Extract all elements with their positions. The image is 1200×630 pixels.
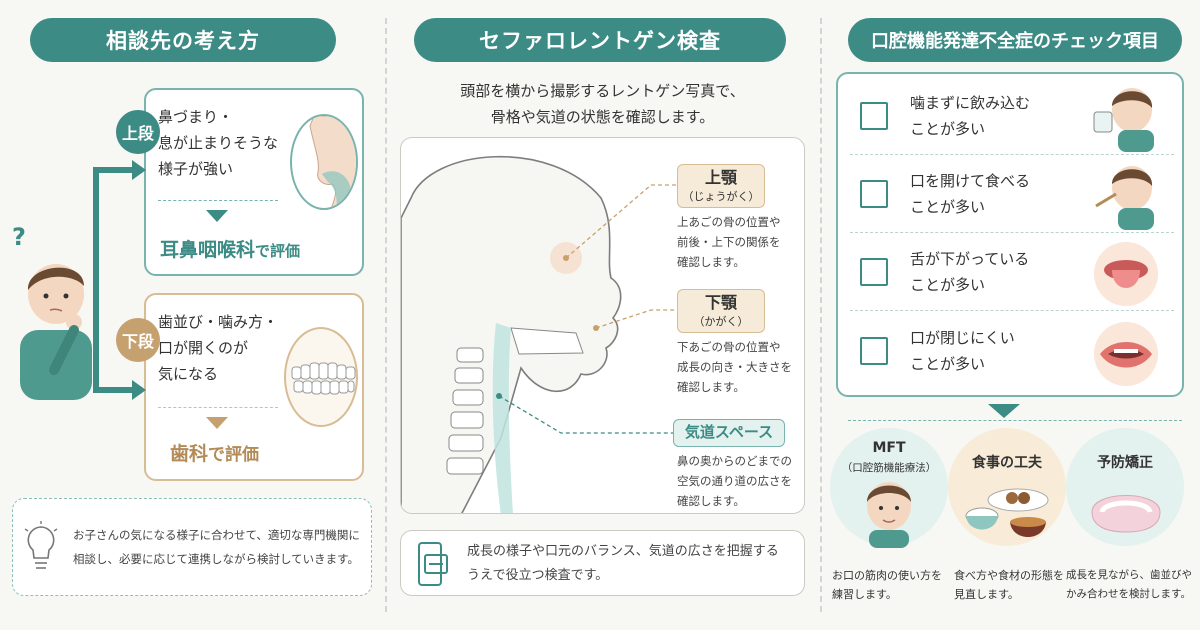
check-item-1-line-2: ことが多い (910, 120, 986, 138)
check-item-4-line-1: 口が閉じにくい (910, 329, 1015, 347)
lower-eval: 歯科で評価 (170, 439, 259, 466)
mft-child-illustration (867, 482, 911, 548)
checklist-card: 噛まずに飲み込む ことが多い 口を開けて食べる ことが多い 舌が下がっている こ… (836, 72, 1184, 397)
lower-jaw-desc-1: 下あごの骨の位置や (677, 340, 781, 354)
leader-lines (498, 184, 677, 434)
check-divider-1 (850, 154, 1174, 155)
right-arrow-down-icon (988, 404, 1020, 418)
lower-jaw-title: 下顎 (704, 293, 737, 312)
food-caption-2: 見直します。 (954, 588, 1019, 601)
lower-jaw-desc-3: 確認します。 (677, 380, 745, 394)
right-divider (848, 420, 1182, 421)
middle-intro-line-2: 骨格や気道の状態を確認します。 (490, 108, 715, 126)
lower-divider (158, 407, 278, 408)
ortho-caption-2: かみ合わせを検討します。 (1066, 588, 1191, 600)
upper-arrow-down-icon (206, 210, 228, 222)
upper-eval-main: 耳鼻咽喉科 (160, 239, 256, 261)
upper-jaw-desc-3: 確認します。 (677, 255, 745, 269)
airway-desc-1: 鼻の奥からのどまでの (677, 454, 792, 468)
lower-eval-suffix: で評価 (208, 445, 260, 465)
food-bubble (948, 428, 1066, 546)
mft-subtitle: （口腔筋機能療法） (841, 462, 937, 474)
middle-intro-line-1: 頭部を横から撮影するレントゲン写真で、 (460, 82, 745, 100)
tongue-illustration (1094, 242, 1158, 306)
separator-right (820, 18, 822, 612)
thinking-child-illustration (20, 264, 92, 400)
xray-card: 上顎 （じょうがく） 上あごの骨の位置や 前後・上下の関係を 確認します。 下顎… (400, 137, 805, 514)
xray-machine-icon (418, 542, 448, 586)
question-mark: ? (12, 223, 26, 251)
check-item-4-line-2: ことが多い (910, 355, 986, 373)
child-drinking-illustration (1093, 88, 1154, 152)
upper-line-2: 息が止まりそうな (158, 134, 279, 152)
airway-desc-2: 空気の通り道の広さを (677, 474, 792, 488)
checkbox-3[interactable] (860, 258, 888, 286)
mouthpiece-illustration (1091, 495, 1161, 533)
food-caption-1: 食べ方や食材の形態を (954, 569, 1064, 582)
check-item-2-line-1: 口を開けて食べる (910, 172, 1031, 190)
meal-illustration (965, 488, 1049, 537)
middle-bottom-box: 成長の様子や口元のバランス、気道の広さを把握する うえで役立つ検査です。 (400, 530, 805, 596)
lower-line-2: 口が開くのが (158, 339, 249, 357)
lower-line-1: 歯並び・噛み方・ (158, 313, 279, 331)
check-item-3-line-1: 舌が下がっている (910, 250, 1030, 268)
upper-line-1: 鼻づまり・ (158, 108, 234, 126)
upper-jaw-reading: （じょうがく） (682, 190, 760, 203)
upper-jaw-title: 上顎 (704, 168, 737, 187)
middle-section-title: セファロレントゲン検査 (414, 18, 786, 62)
left-note-line-2: 相談し、必要に応じて連携しながら検討していきます。 (73, 552, 360, 566)
lower-badge: 下段 (116, 318, 160, 362)
check-divider-3 (850, 310, 1174, 311)
check-divider-2 (850, 232, 1174, 233)
airway-label: 気道スペース (673, 419, 785, 447)
left-note-line-1: お子さんの気になる様子に合わせて、適切な専門機関に (73, 528, 360, 542)
lower-jaw-desc-2: 成長の向き・大きさを (677, 360, 792, 374)
checkbox-4[interactable] (860, 337, 888, 365)
upper-badge: 上段 (116, 110, 160, 154)
separator-left (385, 18, 387, 612)
lower-line-3: 気になる (158, 365, 219, 383)
middle-bottom-line-2: うえで役立つ検査です。 (467, 568, 609, 583)
upper-card: 鼻づまり・ 息が止まりそうな 様子が強い 耳鼻咽喉科で評価 (144, 88, 364, 276)
lower-eval-main: 歯科 (170, 443, 209, 465)
lower-jaw-label: 下顎 （かがく） (677, 289, 765, 333)
teeth-illustration (284, 327, 358, 427)
upper-jaw-desc-1: 上あごの骨の位置や (677, 215, 781, 229)
lower-arrow-down-icon (206, 417, 228, 429)
upper-eval-suffix: で評価 (255, 242, 301, 260)
lightbulb-icon (24, 521, 58, 569)
upper-line-3: 様子が強い (158, 160, 234, 178)
ortho-caption-1: 成長を見ながら、歯並びや (1066, 569, 1192, 581)
mft-caption-2: 練習します。 (832, 588, 897, 601)
lower-jaw-reading: （かがく） (693, 315, 749, 328)
mft-title: MFT (872, 440, 906, 456)
open-lips-illustration (1094, 322, 1158, 386)
food-title: 食事の工夫 (972, 455, 1042, 471)
check-item-1-line-1: 噛まずに飲み込む (910, 94, 1031, 112)
checkbox-2[interactable] (860, 180, 888, 208)
mft-caption-1: お口の筋肉の使い方を (832, 569, 942, 582)
child-eating-illustration (1095, 166, 1154, 230)
check-item-2-line-2: ことが多い (910, 198, 986, 216)
nose-illustration (290, 114, 358, 210)
upper-divider (158, 200, 278, 201)
airway-desc-3: 確認します。 (677, 494, 745, 508)
check-item-3-line-2: ことが多い (910, 276, 986, 294)
checkbox-1[interactable] (860, 102, 888, 130)
left-section-title: 相談先の考え方 (30, 18, 336, 62)
middle-bottom-line-1: 成長の様子や口元のバランス、気道の広さを把握する (467, 544, 779, 559)
lower-card: 歯並び・噛み方・ 口が開くのが 気になる 歯科で評価 (144, 293, 364, 481)
skull-xray-illustration (401, 155, 622, 513)
upper-jaw-desc-2: 前後・上下の関係を (677, 235, 781, 249)
upper-eval: 耳鼻咽喉科で評価 (160, 235, 300, 262)
branch-connector (93, 160, 146, 400)
right-section-title: 口腔機能発達不全症のチェック項目 (848, 18, 1182, 62)
ortho-title: 予防矯正 (1097, 455, 1153, 471)
upper-jaw-label: 上顎 （じょうがく） (677, 164, 765, 208)
left-note-box: お子さんの気になる様子に合わせて、適切な専門機関に 相談し、必要に応じて連携しな… (12, 498, 372, 596)
